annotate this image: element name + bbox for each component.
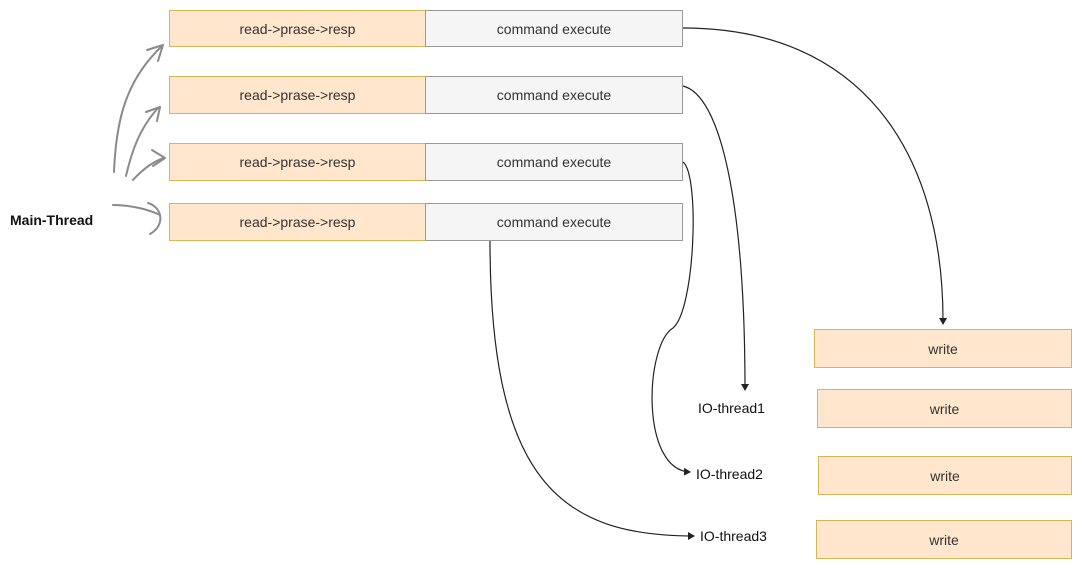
io-thread-2-label: IO-thread2 <box>696 466 763 482</box>
command-execute-box-2: command execute <box>425 76 683 114</box>
read-parse-resp-box-2: read->prase->resp <box>169 76 426 114</box>
sketch-arrow-3-head <box>151 149 166 167</box>
command-execute-box-1: command execute <box>425 10 683 47</box>
write-box-3: write <box>818 456 1072 495</box>
sketch-arrow-1-head <box>146 44 164 62</box>
sketch-arrow-1 <box>113 45 163 173</box>
write-box-1: write <box>814 329 1072 368</box>
sketch-arrow-4-head <box>147 202 162 235</box>
command-execute-box-4: command execute <box>425 203 683 241</box>
write-box-2: write <box>817 389 1072 428</box>
connector-row1-to-write1 <box>682 27 948 325</box>
main-thread-label: Main-Thread <box>10 212 94 228</box>
read-parse-resp-box-3: read->prase->resp <box>169 143 426 181</box>
write-box-4: write <box>816 520 1072 559</box>
read-parse-resp-box-4: read->prase->resp <box>169 203 426 241</box>
sketch-arrow-4 <box>112 204 161 216</box>
sketch-arrow-2-head <box>145 106 161 122</box>
io-thread-3-label: IO-thread3 <box>700 528 767 544</box>
connector-row4-to-io-thread3 <box>489 240 695 540</box>
connector-row2-to-io-thread1 <box>682 85 749 391</box>
sketch-arrow-3 <box>132 157 165 181</box>
command-execute-box-3: command execute <box>425 143 683 181</box>
sketch-arrow-2 <box>125 107 159 177</box>
main-thread-fanout-arrows <box>112 44 166 235</box>
io-thread-1-label: IO-thread1 <box>698 400 765 416</box>
read-parse-resp-box-1: read->prase->resp <box>169 10 426 47</box>
